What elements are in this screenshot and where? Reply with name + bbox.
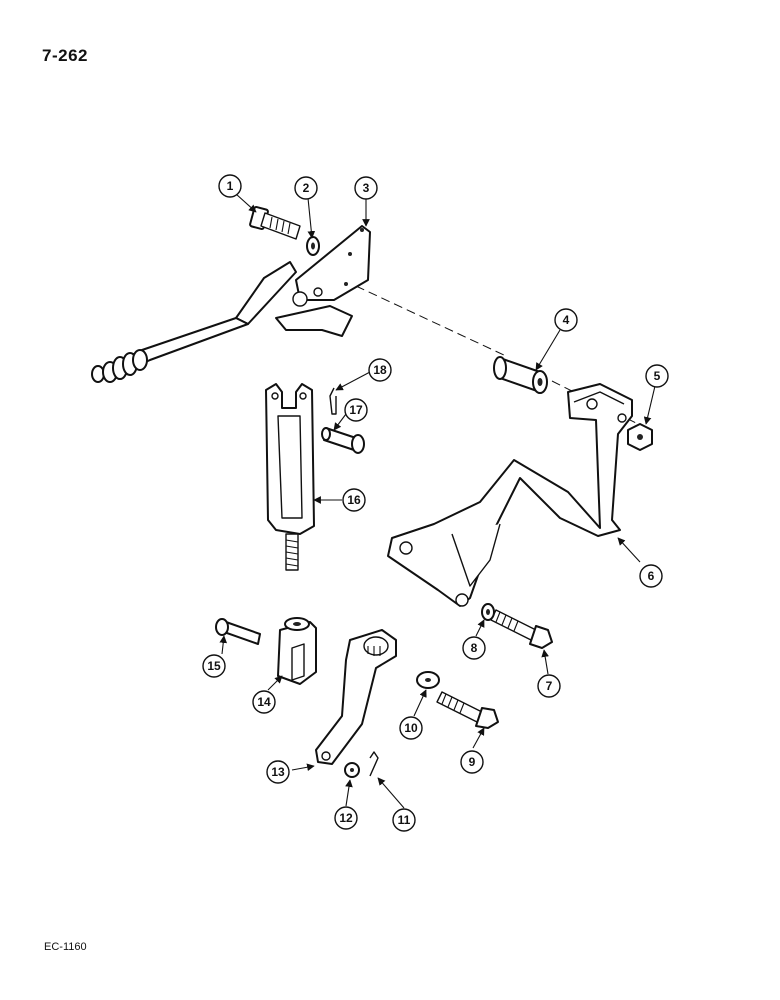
callout-1: 1 — [218, 174, 242, 198]
assembly-axis-line — [355, 285, 651, 431]
part-9-bolt — [436, 691, 499, 729]
callout-18-label: 18 — [373, 363, 387, 377]
pedal-grip — [91, 349, 148, 383]
part-15-pin — [215, 618, 261, 645]
callout-13: 13 — [266, 760, 290, 784]
page-number: 7-262 — [42, 46, 88, 65]
part-3-clutch-pedal — [91, 225, 371, 383]
part-13-lever-arm — [315, 629, 397, 765]
leader-lines — [219, 193, 656, 809]
part-1-bolt — [249, 205, 301, 240]
callout-1-label: 1 — [227, 179, 234, 193]
callout-8-label: 8 — [471, 641, 478, 655]
part-5-nut — [627, 423, 653, 451]
figure-code: EC-1160 — [44, 941, 87, 953]
callout-15-label: 15 — [207, 659, 221, 673]
callout-8: 8 — [462, 636, 486, 660]
callout-2: 2 — [294, 176, 318, 200]
callout-9: 9 — [460, 750, 484, 774]
callout-6: 6 — [639, 564, 663, 588]
callout-16: 16 — [342, 488, 366, 512]
callout-4: 4 — [554, 308, 578, 332]
part-18-cotter-pin — [329, 387, 337, 415]
part-11-cotter-pin — [369, 751, 379, 777]
callout-3: 3 — [354, 176, 378, 200]
callout-14-label: 14 — [257, 695, 271, 709]
part-16-clevis-rod — [265, 383, 315, 571]
callout-14: 14 — [252, 690, 276, 714]
callout-3-label: 3 — [363, 181, 370, 195]
callout-18: 18 — [368, 358, 392, 382]
part-17-pin — [321, 427, 365, 454]
part-6-bracket — [387, 383, 633, 607]
callout-12-label: 12 — [339, 811, 353, 825]
callout-13-label: 13 — [271, 765, 285, 779]
part-4-bushing — [493, 356, 548, 394]
callout-17-label: 17 — [349, 403, 363, 417]
callout-12: 12 — [334, 806, 358, 830]
part-7-bolt — [490, 609, 553, 649]
callout-10-label: 10 — [404, 721, 418, 735]
callout-15: 15 — [202, 654, 226, 678]
callout-4-label: 4 — [563, 313, 570, 327]
part-12-washer — [344, 762, 360, 778]
callout-7-label: 7 — [546, 679, 553, 693]
callout-9-label: 9 — [469, 755, 476, 769]
callout-17: 17 — [344, 398, 368, 422]
callout-10: 10 — [399, 716, 423, 740]
part-10-washer — [416, 671, 440, 689]
callout-16-label: 16 — [347, 493, 361, 507]
callout-11: 11 — [392, 808, 416, 832]
part-2-washer — [306, 236, 320, 256]
callout-11-label: 11 — [398, 813, 411, 827]
callout-2-label: 2 — [303, 181, 310, 195]
callout-5: 5 — [645, 364, 669, 388]
part-14-clevis — [277, 617, 317, 685]
callout-6-label: 6 — [648, 569, 655, 583]
callout-5-label: 5 — [654, 369, 661, 383]
callout-7: 7 — [537, 674, 561, 698]
part-8-washer — [481, 603, 495, 621]
